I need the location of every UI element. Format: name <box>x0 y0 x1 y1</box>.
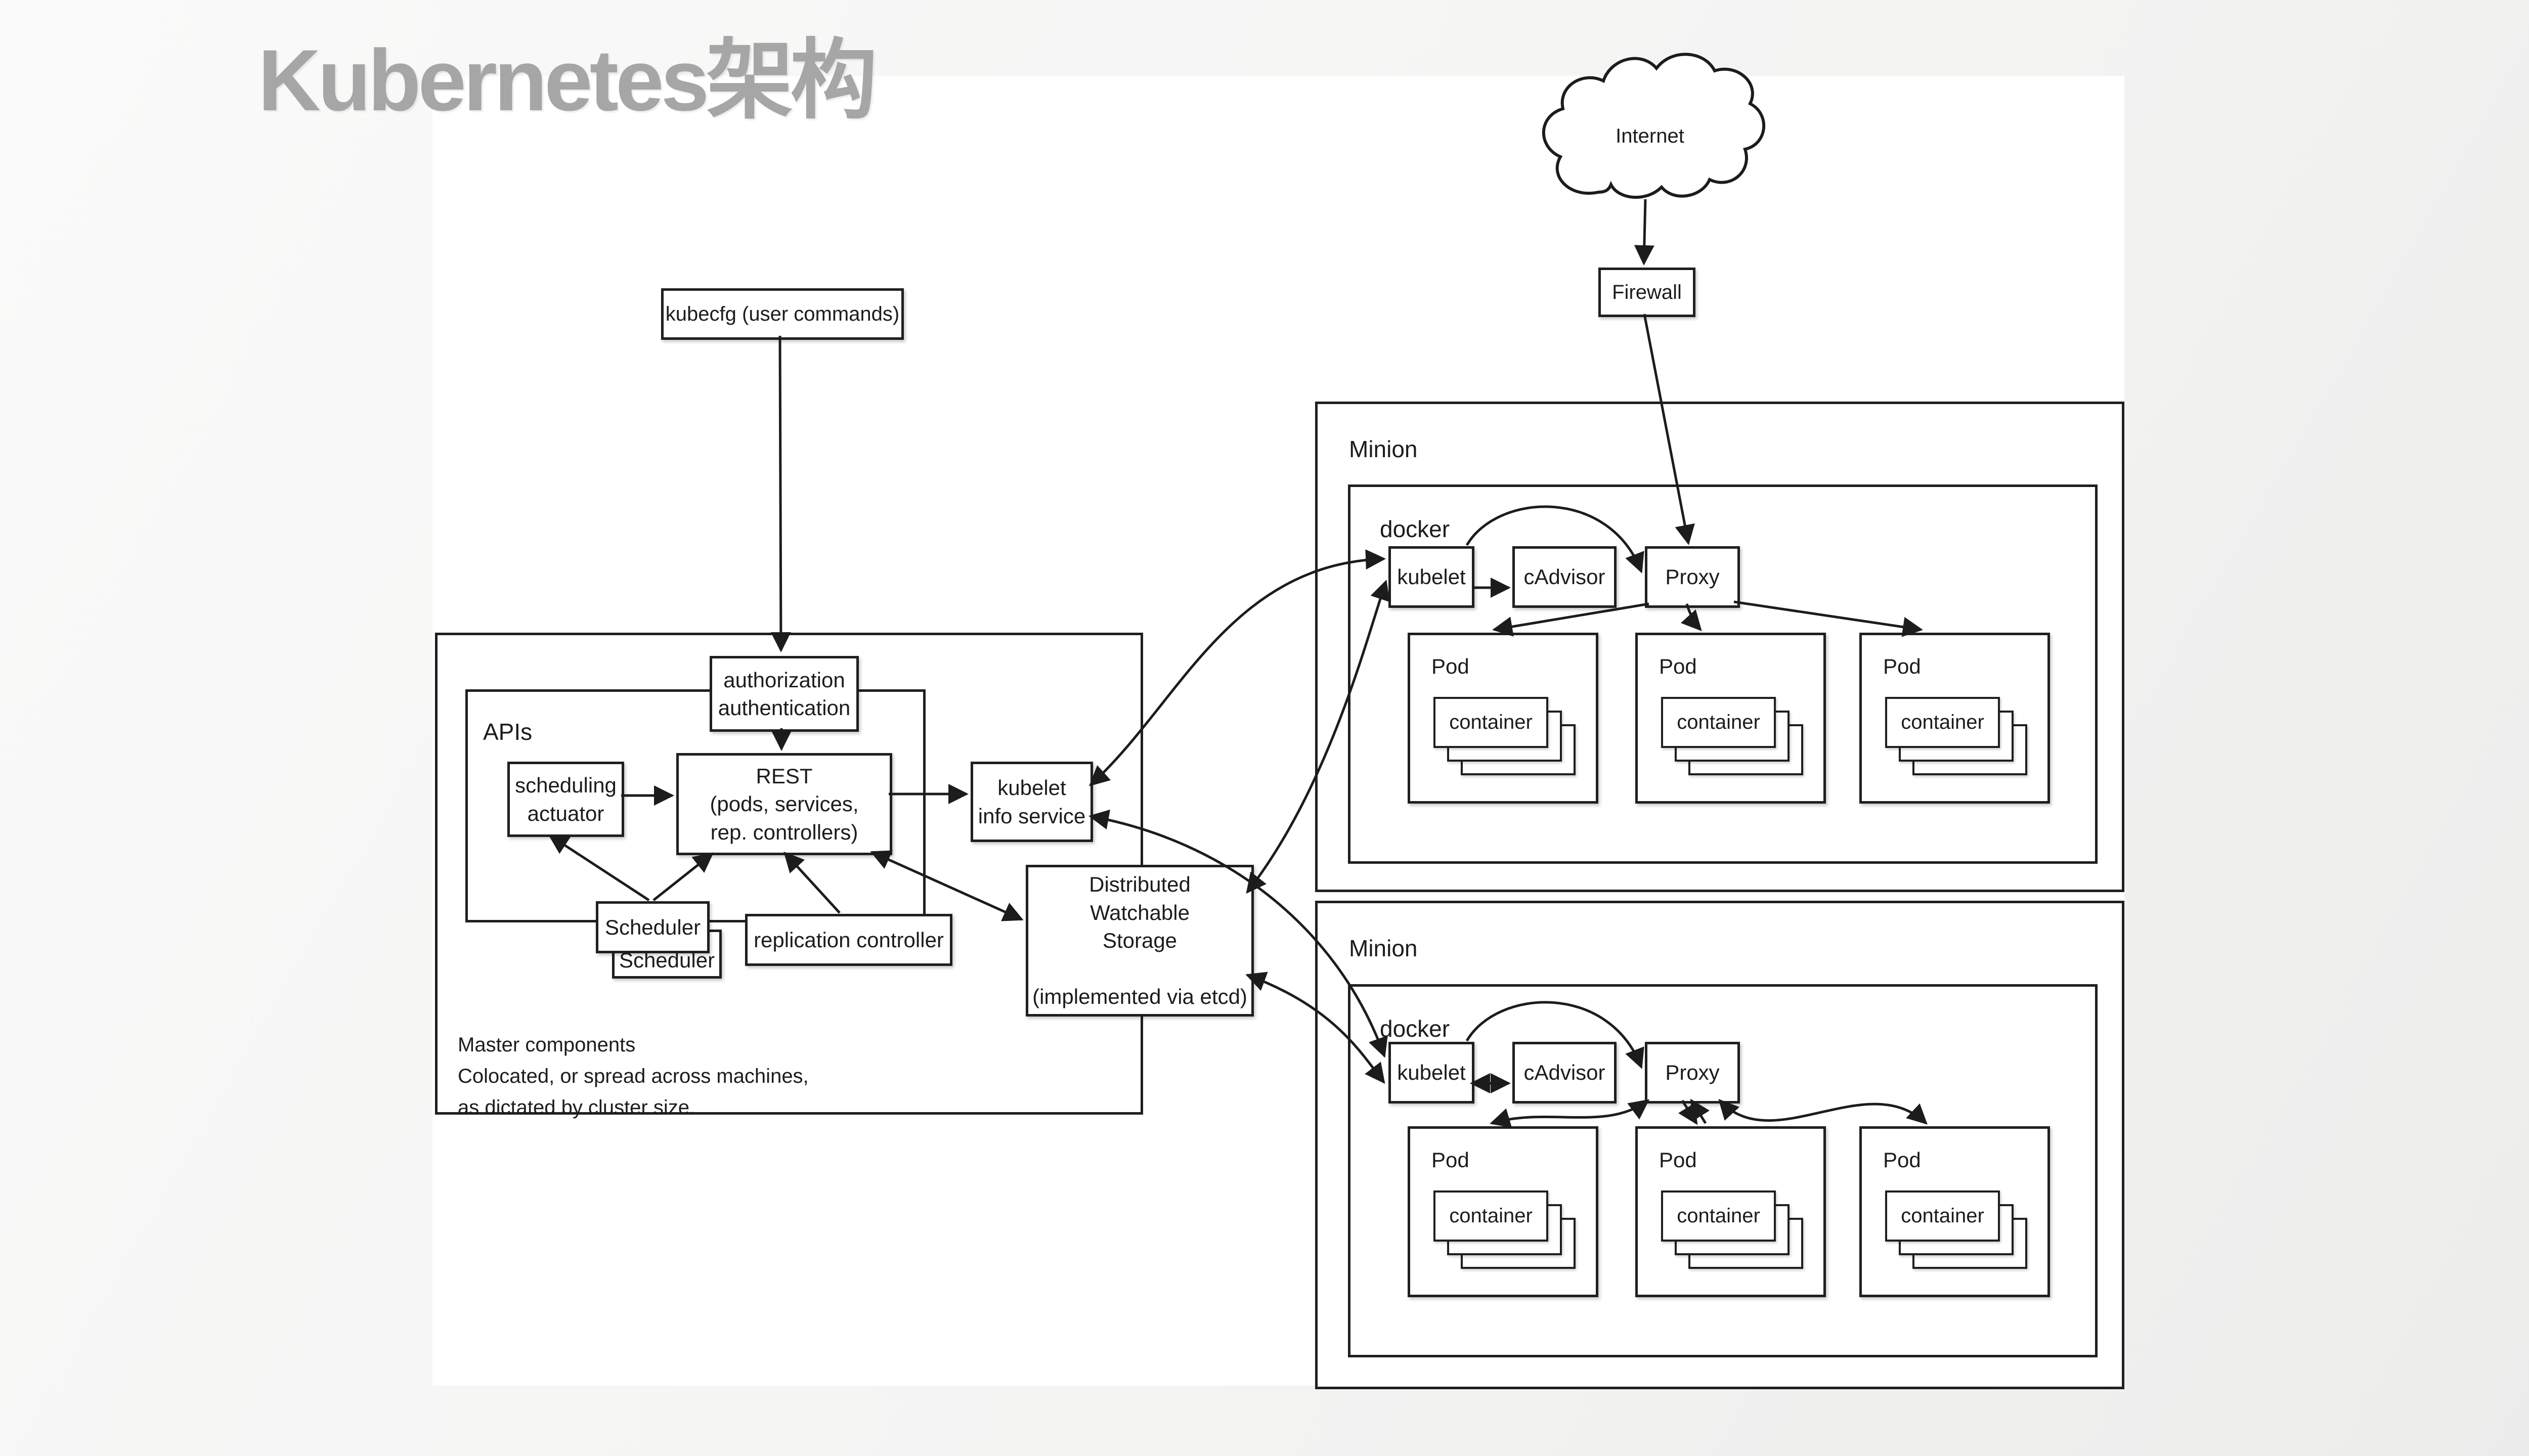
arrow-proxy-1-to-pod-1b <box>1680 603 1702 631</box>
arrow-proxy-1-to-pod-1a <box>1492 602 1649 637</box>
pod-1b: Pod container <box>1635 633 1826 804</box>
arrow-proxy-2-pod-2a <box>1490 1099 1650 1128</box>
pod-1b-label: Pod <box>1659 654 1697 678</box>
pod-1c: Pod container <box>1859 633 2050 804</box>
kubelet-1-box: kubelet <box>1388 546 1474 608</box>
container-1b-box: container <box>1661 697 1776 748</box>
docker-1-label: docker <box>1380 516 1450 542</box>
pod-2c: Pod container <box>1859 1126 2050 1297</box>
container-1c-box: container <box>1885 697 2000 748</box>
docker-2-label: docker <box>1380 1016 1450 1042</box>
arrow-scheduler-to-actuator <box>548 834 650 902</box>
internet-label: Internet <box>1616 125 1684 147</box>
curve-kubelet-info-to-kubelet-2 <box>1088 809 1388 1058</box>
arc-kubelet-1-to-proxy-1 <box>1465 505 1644 573</box>
pod-2b: Pod container <box>1635 1126 1826 1297</box>
arrow-proxy-2-pod-2c <box>1718 1099 1928 1125</box>
kubelet-info-service-box: kubelet info service <box>971 762 1093 842</box>
container-2b-box: container <box>1661 1190 1776 1242</box>
arrow-replication-controller-to-rest <box>783 852 841 914</box>
firewall-box: Firewall <box>1598 268 1695 317</box>
pod-1c-label: Pod <box>1883 654 1921 678</box>
container-2a-box: container <box>1433 1190 1548 1242</box>
kubelet-2-box: kubelet <box>1388 1042 1474 1104</box>
arrow-firewall-to-proxy-1 <box>1643 314 1695 545</box>
arrow-internet-to-firewall <box>1634 199 1654 266</box>
curve-kubelet-info-to-kubelet-1 <box>1089 549 1386 786</box>
curve-storage-to-kubelet-2 <box>1245 972 1385 1084</box>
pod-1a: Pod container <box>1408 633 1598 804</box>
scheduling-actuator-box: scheduling actuator <box>507 762 624 837</box>
cadvisor-2-box: cAdvisor <box>1512 1042 1617 1104</box>
arrow-pod-2b-to-proxy-2 <box>1690 1098 1710 1124</box>
minion-1-label: Minion <box>1349 436 1418 462</box>
container-2c-box: container <box>1885 1190 2000 1242</box>
arrow-rest-storage <box>870 850 1024 921</box>
scheduler-box-front: Scheduler <box>596 901 710 953</box>
apis-label: APIs <box>483 719 533 745</box>
pod-2a-label: Pod <box>1431 1148 1469 1172</box>
curve-storage-to-kubelet-1 <box>1246 580 1390 894</box>
internet-cloud <box>1542 53 1766 199</box>
arrow-proxy-1-to-pod-1c <box>1733 600 1923 637</box>
pod-2c-label: Pod <box>1883 1148 1921 1172</box>
cadvisor-1-box: cAdvisor <box>1512 546 1617 608</box>
replication-controller-box: replication controller <box>745 914 952 966</box>
proxy-1-box: Proxy <box>1645 546 1740 608</box>
arrow-scheduler-to-rest <box>652 852 714 901</box>
kubecfg-box: kubecfg (user commands) <box>661 288 904 340</box>
slide-title: Kubernetes架构 <box>258 32 877 129</box>
master-components-note: Master components Colocated, or spread a… <box>458 1034 809 1119</box>
arrow-kubecfg-to-auth <box>770 335 791 652</box>
container-1a-box: container <box>1433 697 1548 748</box>
arc-kubelet-2-to-proxy-2 <box>1465 1001 1644 1069</box>
authorization-authentication-box: authorization authentication <box>710 656 859 732</box>
pod-2b-label: Pod <box>1659 1148 1697 1172</box>
pod-2a: Pod container <box>1408 1126 1598 1297</box>
pod-1a-label: Pod <box>1431 654 1469 678</box>
docker-2-frame: docker <box>1348 984 2098 1357</box>
